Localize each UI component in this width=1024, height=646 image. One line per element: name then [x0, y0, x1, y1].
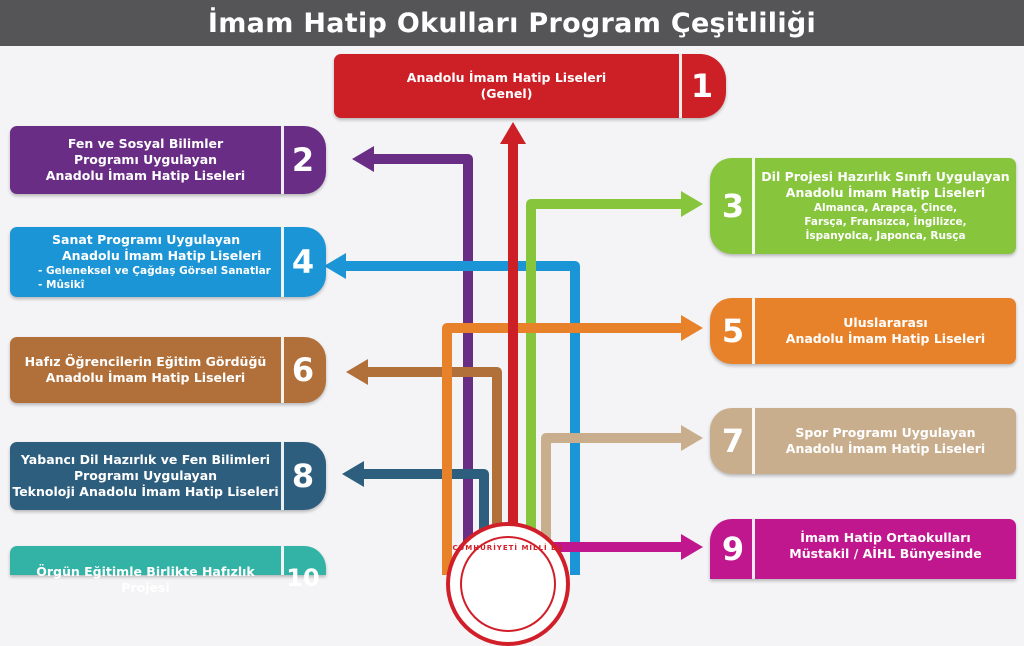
arrow-to-box-9 [540, 534, 703, 560]
program-box-5-line1: Uluslararası [843, 315, 928, 330]
arrow-to-box-7 [541, 425, 703, 575]
program-box-8: Yabancı Dil Hazırlık ve Fen Bilimleri Pr… [10, 442, 326, 510]
program-box-3-line5: İspanyolca, Japonca, Rusça [805, 230, 966, 242]
arrow-to-box-7-head [681, 425, 703, 451]
arrow-to-box-5-shaft [442, 323, 685, 575]
arrow-to-box-7-shaft [541, 433, 685, 575]
program-box-2-line3: Anadolu İmam Hatip Liseleri [45, 168, 246, 183]
program-box-3-line1: Dil Projesi Hazırlık Sınıfı Uygulayan [761, 169, 1010, 184]
program-box-5: 5 Uluslararası Anadolu İmam Hatip Lisele… [710, 298, 1016, 364]
program-box-9: 9 İmam Hatip Ortaokulları Müstakil / AİH… [710, 519, 1016, 579]
program-box-4-text: Sanat Programı Uygulayan Anadolu İmam Ha… [10, 232, 281, 292]
program-box-8-number: 8 [281, 442, 322, 510]
arrow-to-box-5 [442, 315, 703, 575]
program-box-3-line4: Farsça, Fransızca, İngilizce, [804, 216, 967, 228]
program-box-3: 3 Dil Projesi Hazırlık Sınıfı Uygulayan … [710, 158, 1016, 254]
page-title: İmam Hatip Okulları Program Çeşitliliği [0, 0, 1024, 46]
program-box-7-line2: Anadolu İmam Hatip Liseleri [785, 441, 986, 456]
program-box-6-number: 6 [281, 337, 322, 403]
program-box-10-number: 10 [281, 546, 322, 592]
program-box-10-line1: Örgün Eğitimle Birlikte Hafızlık Projesi [36, 564, 255, 595]
program-box-2-line1: Fen ve Sosyal Bilimler [67, 136, 224, 151]
program-box-9-text: İmam Hatip Ortaokulları Müstakil / AİHL … [755, 530, 1016, 568]
arrow-to-box-2 [352, 146, 473, 575]
program-box-7-line1: Spor Programı Uygulayan [795, 425, 976, 440]
arrow-to-box-4-shaft [342, 261, 580, 575]
arrow-to-box-4-head [324, 253, 346, 279]
program-box-7: 7 Spor Programı Uygulayan Anadolu İmam H… [710, 408, 1016, 474]
program-box-6-text: Hafız Öğrencilerin Eğitim Gördüğü Anadol… [10, 354, 281, 386]
program-box-8-line3: Teknoloji Anadolu İmam Hatip Liseleri [12, 484, 279, 499]
arrow-to-box-3-shaft [526, 199, 685, 575]
program-box-4-line1: Sanat Programı Uygulayan [52, 232, 241, 247]
arrow-to-box-3-head [681, 191, 703, 217]
program-box-1-line2: (Genel) [480, 86, 533, 101]
arrow-to-box-8 [342, 461, 489, 575]
program-box-10-text: Örgün Eğitimle Birlikte Hafızlık Projesi [10, 546, 281, 596]
program-box-6-line2: Anadolu İmam Hatip Liseleri [45, 370, 246, 385]
program-box-2-line2: Programı Uygulayan [73, 152, 218, 167]
program-box-2: Fen ve Sosyal Bilimler Programı Uygulaya… [10, 126, 326, 194]
arrow-to-box-2-head [352, 146, 374, 172]
program-box-7-text: Spor Programı Uygulayan Anadolu İmam Hat… [755, 425, 1016, 457]
program-box-1-text: Anadolu İmam Hatip Liseleri (Genel) [334, 70, 679, 102]
arrow-to-box-5-head [681, 315, 703, 341]
program-box-3-text: Dil Projesi Hazırlık Sınıfı Uygulayan An… [755, 169, 1016, 243]
program-box-1-number: 1 [679, 54, 722, 118]
program-box-3-line3: Almanca, Arapça, Çince, [813, 202, 958, 214]
program-box-4-line3: - Geleneksel ve Çağdaş Görsel Sanatlar [38, 265, 271, 277]
program-box-5-text: Uluslararası Anadolu İmam Hatip Liseleri [755, 315, 1016, 347]
program-box-9-line1: İmam Hatip Ortaokulları [800, 530, 971, 545]
program-box-7-number: 7 [714, 408, 755, 474]
arrow-to-box-9-head [681, 534, 703, 560]
program-box-4: Sanat Programı Uygulayan Anadolu İmam Ha… [10, 227, 326, 297]
program-box-4-line4: - Mûsikî [38, 279, 85, 291]
program-box-9-number: 9 [714, 519, 755, 579]
arrow-to-box-8-shaft [360, 469, 489, 575]
program-box-5-number: 5 [714, 298, 755, 364]
program-box-2-text: Fen ve Sosyal Bilimler Programı Uygulaya… [10, 136, 281, 184]
ministry-seal: CUMHURİYETİ MİLLİ EĞ [446, 522, 570, 646]
arrow-to-box-2-shaft [370, 154, 473, 575]
program-box-5-line2: Anadolu İmam Hatip Liseleri [785, 331, 986, 346]
program-box-8-line2: Programı Uygulayan [73, 468, 218, 483]
program-box-1-line1: Anadolu İmam Hatip Liseleri [406, 70, 607, 85]
arrow-to-box-1-head [500, 122, 526, 144]
program-box-10: Örgün Eğitimle Birlikte Hafızlık Projesi… [10, 546, 326, 595]
arrow-to-box-6-head [346, 359, 368, 385]
arrow-to-box-8-head [342, 461, 364, 487]
arrow-to-box-1 [500, 122, 526, 575]
arrow-to-box-3 [526, 191, 703, 575]
program-box-6: Hafız Öğrencilerin Eğitim Gördüğü Anadol… [10, 337, 326, 403]
program-box-4-number: 4 [281, 227, 322, 297]
program-box-2-number: 2 [281, 126, 322, 194]
program-box-9-line2: Müstakil / AİHL Bünyesinde [789, 546, 982, 561]
program-box-3-line2: Anadolu İmam Hatip Liseleri [785, 185, 986, 200]
arrow-to-box-4 [324, 253, 580, 575]
ministry-seal-text: CUMHURİYETİ MİLLİ EĞ [452, 544, 564, 552]
program-box-6-line1: Hafız Öğrencilerin Eğitim Gördüğü [24, 354, 267, 369]
program-box-8-line1: Yabancı Dil Hazırlık ve Fen Bilimleri [20, 452, 271, 467]
program-box-4-line2: Anadolu İmam Hatip Liseleri [62, 248, 262, 263]
program-box-8-text: Yabancı Dil Hazırlık ve Fen Bilimleri Pr… [10, 452, 281, 500]
program-box-3-number: 3 [714, 158, 755, 254]
program-box-1: Anadolu İmam Hatip Liseleri (Genel) 1 [334, 54, 726, 118]
